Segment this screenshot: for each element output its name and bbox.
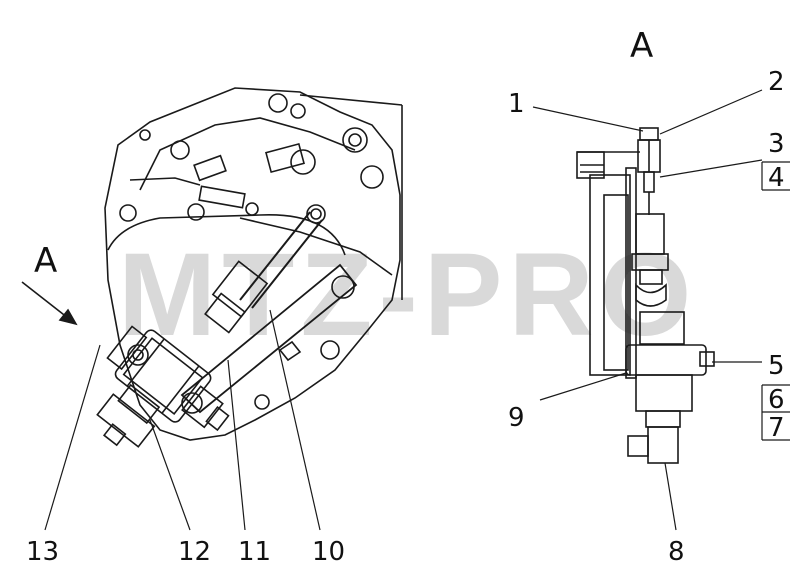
housing-boss-inner bbox=[348, 133, 362, 147]
rod-end-eye-inner bbox=[310, 208, 322, 220]
fitting-nut bbox=[290, 149, 316, 175]
rod bbox=[643, 171, 655, 193]
callout-5: 5 bbox=[768, 351, 785, 381]
right-assembly-view bbox=[532, 89, 790, 531]
housing-hole bbox=[170, 140, 190, 160]
valve-port bbox=[699, 351, 715, 367]
callout-9: 9 bbox=[508, 403, 525, 433]
callout-2: 2 bbox=[768, 67, 785, 97]
housing-boss bbox=[360, 165, 384, 189]
adjuster-side bbox=[627, 435, 649, 457]
adjuster-nut bbox=[647, 426, 679, 464]
valve-adjuster bbox=[96, 393, 156, 448]
panel-inner bbox=[603, 194, 629, 371]
callout-6: 6 bbox=[768, 385, 785, 415]
leader-2 bbox=[659, 89, 763, 135]
callout-3: 3 bbox=[768, 129, 785, 159]
view-label-right: A bbox=[630, 26, 653, 66]
valve-pin bbox=[127, 344, 149, 366]
rod-cylinder-top bbox=[251, 219, 323, 309]
nut bbox=[278, 340, 302, 362]
watermark: MTZ-PRO bbox=[118, 229, 697, 361]
housing-top-edge bbox=[299, 94, 403, 106]
coupling bbox=[635, 282, 667, 307]
callout-13: 13 bbox=[26, 537, 59, 567]
callout-11: 11 bbox=[238, 537, 271, 567]
leader-10 bbox=[269, 309, 321, 531]
rod-end-top bbox=[639, 127, 659, 141]
leader-8 bbox=[664, 462, 677, 531]
leader-9 bbox=[539, 372, 627, 401]
valve-pin-inner bbox=[132, 349, 144, 361]
cylinder-body bbox=[211, 260, 269, 318]
pipe bbox=[239, 217, 393, 276]
housing-hole bbox=[187, 203, 205, 221]
hatch bbox=[580, 164, 604, 173]
view-label-left: A bbox=[34, 241, 57, 281]
lever-pivot bbox=[331, 275, 355, 299]
housing-inner-line bbox=[139, 117, 356, 191]
fitting bbox=[265, 142, 305, 174]
housing-hole bbox=[245, 202, 259, 216]
leader-3 bbox=[659, 159, 763, 178]
valve-assembly bbox=[96, 325, 230, 448]
callout-7: 7 bbox=[768, 413, 785, 443]
left-assembly-view bbox=[44, 87, 403, 531]
callout-10: 10 bbox=[312, 537, 345, 567]
callout-8: 8 bbox=[668, 537, 685, 567]
housing-hole bbox=[139, 129, 151, 141]
valve-outlet bbox=[181, 385, 224, 429]
housing-hole bbox=[320, 340, 340, 360]
view-arrow bbox=[21, 281, 78, 326]
housing-hole bbox=[268, 93, 288, 113]
housing-outline bbox=[104, 87, 401, 441]
valve-lower bbox=[635, 374, 693, 412]
cylinder-neck bbox=[639, 269, 663, 285]
pipe bbox=[129, 177, 201, 186]
fitting bbox=[198, 185, 246, 209]
rod-end-eye bbox=[306, 204, 326, 224]
leader-13 bbox=[44, 344, 101, 531]
housing-boss bbox=[342, 127, 368, 153]
valve-body bbox=[114, 329, 212, 423]
housing-hole bbox=[119, 204, 137, 222]
valve-upper bbox=[639, 311, 685, 345]
leader-11 bbox=[227, 359, 246, 531]
panel-left bbox=[589, 174, 631, 376]
mounting-plate bbox=[625, 167, 637, 379]
housing-hole bbox=[290, 103, 306, 119]
fitting bbox=[193, 154, 227, 182]
callout-4: 4 bbox=[768, 163, 785, 193]
pipe-loop bbox=[107, 214, 346, 256]
lever-plate bbox=[180, 263, 358, 414]
leader-12 bbox=[149, 419, 191, 531]
valve-body-inner bbox=[122, 337, 204, 416]
leader-1 bbox=[532, 106, 644, 132]
callout-12: 12 bbox=[178, 537, 211, 567]
valve-stem bbox=[117, 383, 161, 425]
callout-1: 1 bbox=[508, 89, 525, 119]
valve-stem bbox=[645, 410, 681, 428]
valve-outlet-tip bbox=[205, 406, 230, 432]
cylinder-cap bbox=[204, 292, 246, 334]
valve-adjuster-tip bbox=[102, 423, 127, 447]
housing-hole bbox=[254, 394, 270, 410]
rod-cylinder-top bbox=[239, 211, 311, 301]
